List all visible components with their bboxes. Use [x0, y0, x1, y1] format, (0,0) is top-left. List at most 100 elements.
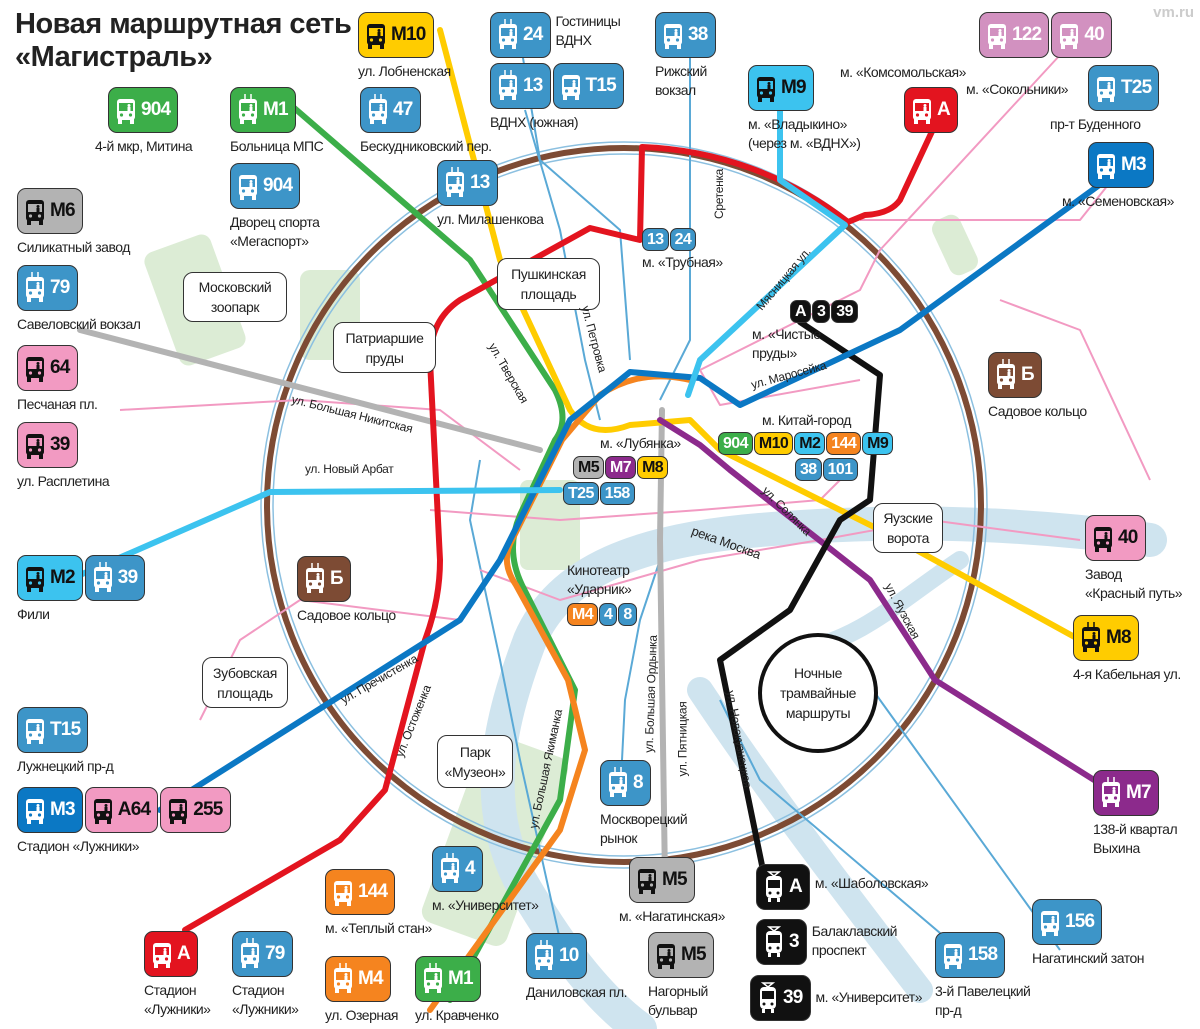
- route-badge-small: 39: [831, 300, 858, 323]
- route-number: Б: [1021, 364, 1035, 385]
- stop-caption: Стадион «Лужники»: [232, 982, 299, 1017]
- route-number: М9: [781, 77, 807, 98]
- stop-ozernaya: М4 ул. Озерная: [325, 956, 398, 1025]
- route-badge-small: 8: [618, 603, 637, 626]
- stop-caption: м. «Семеновская»: [1062, 193, 1174, 209]
- bus-icon: [166, 794, 190, 826]
- stop-caption: Песчаная пл.: [17, 396, 98, 412]
- route-number: 144: [358, 881, 388, 902]
- route-line-light-blue: [77, 107, 848, 578]
- stop-caption: м. «Университет»: [432, 897, 539, 913]
- trolley-icon: [331, 963, 355, 995]
- route-number: А: [177, 943, 191, 964]
- route-badge: М2: [17, 555, 83, 601]
- route-number: 158: [968, 944, 998, 965]
- route-badge: 144: [325, 869, 396, 915]
- stop-caption: м. «Университет»: [815, 989, 923, 1005]
- route-number: А: [937, 99, 951, 120]
- route-number: А64: [117, 799, 151, 820]
- route-badge: М5: [648, 932, 714, 978]
- bus-icon: [23, 429, 47, 461]
- route-badge: 4: [432, 846, 483, 892]
- landmark-pushkinskaya: Пушкинская площадь: [497, 258, 600, 310]
- night-tram-legend: Ночные трамвайные маршруты: [758, 633, 878, 753]
- route-badge-small: 101: [822, 458, 858, 481]
- node-caption: м. «Трубная»: [642, 254, 723, 270]
- bus-icon: [1091, 522, 1115, 554]
- route-badge: М3: [1088, 142, 1154, 188]
- map-title: Новая маршрутная сеть «Магистраль»: [15, 8, 352, 73]
- bus-icon: [910, 94, 934, 126]
- route-badge: 38: [655, 12, 716, 58]
- watermark: vm.ru: [1153, 4, 1194, 21]
- route-badge-small: 4: [599, 603, 618, 626]
- route-number: М5: [662, 869, 688, 890]
- stop-caption: Нагатинский затон: [1032, 950, 1144, 966]
- route-number: 39: [50, 434, 70, 455]
- stop-universitet-4: 4 м. «Университет»: [432, 846, 539, 915]
- route-number: 4: [465, 858, 476, 879]
- bus-icon: [331, 876, 355, 908]
- landmark-zoo: Московский зоопарк: [183, 272, 287, 322]
- route-badge: 47: [360, 87, 421, 133]
- route-badge-small: М9: [862, 432, 894, 455]
- route-number: 40: [1118, 527, 1138, 548]
- route-badge: 40: [1051, 12, 1112, 58]
- trolley-icon: [496, 19, 520, 51]
- route-number: 8: [633, 772, 644, 793]
- stop-caption: Садовое кольцо: [297, 607, 396, 623]
- route-badge-small: 13: [642, 228, 669, 251]
- route-badge: А: [756, 864, 810, 910]
- stop-caption: ул. Милашенкова: [437, 211, 544, 227]
- stop-semenovskaya: М3 м. «Семеновская»: [1062, 142, 1174, 211]
- stop-caption: м. «Шаболовская»: [814, 875, 929, 891]
- stop-caption: ул. Озерная: [325, 1007, 398, 1023]
- route-number: М4: [358, 968, 384, 989]
- stop-caption: ул. Кравченко: [415, 1007, 499, 1023]
- route-number: Т25: [1121, 77, 1152, 98]
- bus-icon: [654, 939, 678, 971]
- route-line-purple: [657, 417, 1113, 793]
- bus-icon: [23, 714, 47, 746]
- bus-icon: [635, 864, 659, 896]
- route-badge: Т25: [1088, 65, 1160, 111]
- stop-caption: Фили: [17, 606, 50, 622]
- route-badge: 24: [490, 12, 551, 58]
- label-komsomolskaya: м. «Комсомольская»: [840, 64, 966, 80]
- route-badge-small: 904: [718, 432, 753, 455]
- route-number: 13: [523, 75, 543, 96]
- tram-icon: [762, 871, 786, 903]
- stop-caption: Садовое кольцо: [988, 403, 1087, 419]
- node-caption: м. «Лубянка»: [600, 435, 681, 451]
- stop-caption: Больница МПС: [230, 138, 324, 154]
- street-label: ул. Пятницкая: [675, 701, 690, 777]
- stop-komsomolskaya: А: [904, 87, 958, 133]
- route-badge: 255: [160, 787, 231, 833]
- route-badge-small: 3: [811, 300, 831, 323]
- trolley-icon: [303, 563, 327, 595]
- route-badge: 158: [935, 932, 1006, 978]
- route-badge: 8: [600, 760, 651, 806]
- route-number: 904: [141, 99, 171, 120]
- bus-icon: [23, 562, 47, 594]
- route-badge: М10: [358, 12, 434, 58]
- route-number: М7: [1126, 782, 1152, 803]
- bus-icon: [23, 352, 47, 384]
- route-number: 64: [50, 357, 70, 378]
- route-number: 10: [559, 945, 579, 966]
- stop-caption: Балаклавский проспект: [811, 923, 898, 958]
- route-badge: 13: [490, 63, 551, 109]
